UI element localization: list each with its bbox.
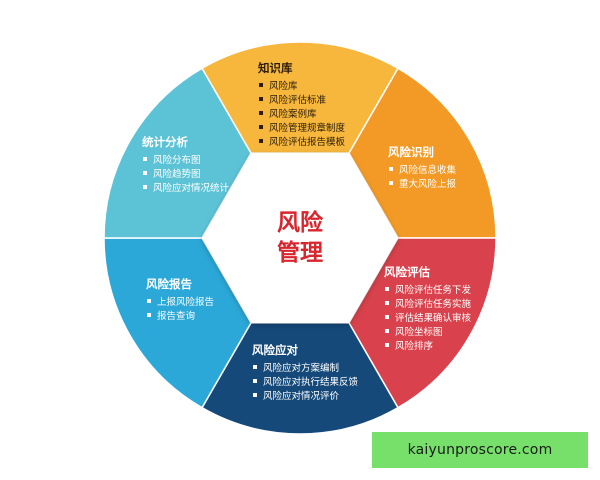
segment-title: 风险评估 — [384, 265, 430, 279]
bullet-icon — [259, 139, 263, 143]
segment-item: 风险库 — [269, 80, 298, 92]
bullet-icon — [259, 111, 263, 115]
bullet-icon — [259, 83, 263, 87]
segment-item: 评估结果确认审核 — [395, 312, 472, 324]
watermark-banner: kaiyunproscore.com — [372, 432, 588, 468]
bullet-icon — [385, 301, 389, 305]
segment-title: 统计分析 — [142, 135, 188, 149]
bullet-icon — [385, 343, 389, 347]
bullet-icon — [253, 393, 257, 397]
bullet-icon — [385, 329, 389, 333]
center-title-line2: 管理 — [277, 239, 323, 266]
bullet-icon — [143, 185, 147, 189]
segment-item: 风险趋势图 — [153, 168, 201, 180]
bullet-icon — [389, 167, 393, 171]
bullet-icon — [143, 157, 147, 161]
segment-title: 知识库 — [257, 61, 293, 75]
segment-title: 风险报告 — [146, 277, 192, 291]
segment-title: 风险识别 — [388, 145, 434, 159]
segment-item: 风险排序 — [395, 340, 434, 352]
segment-item: 风险案例库 — [269, 108, 317, 120]
bullet-icon — [259, 97, 263, 101]
segment-item: 重大风险上报 — [399, 178, 457, 190]
bullet-icon — [143, 171, 147, 175]
bullet-icon — [385, 287, 389, 291]
segment-item: 报告查询 — [157, 310, 195, 322]
segment-item: 风险应对情况统计 — [153, 182, 230, 194]
segment-title: 风险应对 — [252, 343, 298, 357]
center-title-line1: 风险 — [277, 209, 324, 236]
segment-item: 风险应对方案编制 — [263, 362, 339, 374]
segment-item: 风险管理规章制度 — [269, 122, 346, 134]
bullet-icon — [147, 299, 151, 303]
segment-item: 风险坐标图 — [395, 326, 443, 338]
segment-stats — [103, 67, 252, 239]
bullet-icon — [147, 313, 151, 317]
bullet-icon — [253, 379, 257, 383]
segment-item: 风险分布图 — [153, 154, 201, 166]
segment-item: 风险应对执行结果反馈 — [263, 376, 359, 388]
bullet-icon — [253, 365, 257, 369]
segment-item: 风险应对情况评价 — [263, 390, 340, 402]
bullet-icon — [389, 181, 393, 185]
segment-item: 风险评估任务下发 — [395, 284, 472, 296]
bullet-icon — [259, 125, 263, 129]
segment-item: 风险信息收集 — [399, 164, 457, 176]
segment-item: 上报风险报告 — [157, 296, 214, 308]
segment-item: 风险评估报告模板 — [269, 136, 346, 148]
center-hexagon — [202, 153, 398, 323]
bullet-icon — [385, 315, 389, 319]
segment-item: 风险评估任务实施 — [395, 298, 472, 310]
segment-item: 风险评估标准 — [269, 94, 327, 106]
